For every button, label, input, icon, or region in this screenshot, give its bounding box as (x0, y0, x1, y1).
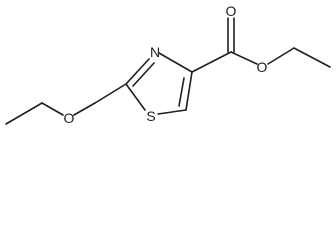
ether-oxygen-label: O (64, 110, 75, 126)
bond-ester-o-ch2 (267, 47, 295, 65)
bond-c4-c5-double (178, 77, 185, 107)
bond-c5-s1 (157, 109, 187, 115)
structure-diagram: O N O O S (5, 3, 331, 126)
ring-nitrogen-label: N (150, 44, 160, 60)
bond-ethyl-ch2-o (41, 102, 64, 116)
atom-labels: O N O O S (64, 3, 268, 126)
bond-c4-carbonyl (191, 51, 232, 73)
carbonyl-oxygen-label: O (226, 3, 237, 19)
bond-c2-n3-double (132, 62, 155, 87)
ring-sulfur-label: S (146, 108, 155, 124)
ester-oxygen-label: O (257, 59, 268, 75)
bond-c4-c5 (185, 71, 193, 111)
bond-group (5, 17, 331, 125)
bond-ch2-ch3 (293, 47, 331, 68)
bond-ethyl-ch3-ch2 (5, 102, 43, 125)
bond-o-ch2 (73, 102, 96, 116)
molecule-canvas: O N O O S (5, 3, 331, 126)
bond-c2-n3 (125, 58, 150, 85)
bond-ch2-c2 (94, 83, 127, 104)
bond-n3-c4 (158, 52, 193, 73)
bond-s1-c2 (125, 83, 146, 111)
bond-carbonyl-ester-o (230, 51, 258, 65)
